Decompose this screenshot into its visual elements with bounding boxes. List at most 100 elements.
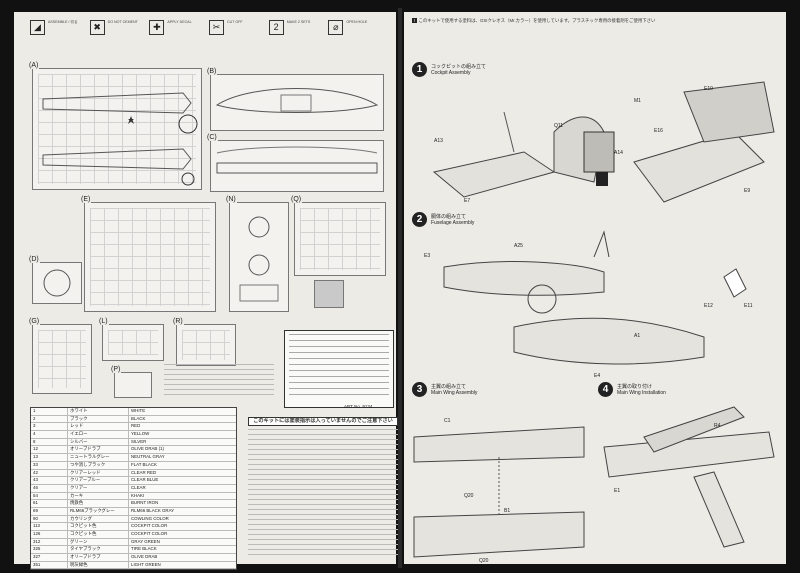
paint-name-jp: タイヤブラック — [68, 546, 129, 554]
svg-text:A13: A13 — [434, 138, 443, 144]
paint-name-en: CLEAR RED — [131, 469, 157, 475]
runner-l — [102, 324, 164, 361]
runner-n — [229, 202, 289, 312]
paint-name-jp: コクピット色 — [68, 531, 129, 538]
svg-text:Q11: Q11 — [554, 123, 563, 129]
right-page: ! このキットで使用する塗料は、GSIクレオス（Mr.カラー）を使用しています。… — [404, 12, 786, 564]
runner-p — [114, 372, 152, 398]
runner-g — [32, 324, 92, 394]
svg-text:A14: A14 — [614, 150, 623, 156]
make-two-icon: 2 — [268, 20, 284, 35]
paint-code: 4 — [31, 431, 68, 438]
paint-name-jp: コクピット色 — [68, 523, 129, 530]
paint-name-jp: クリアーブルー — [68, 477, 129, 484]
paint-code: 312 — [31, 538, 68, 546]
symbol-legend: ◢ASSEMBLE / 切る ✖DO NOT CEMENT ✚APPLY DEC… — [30, 20, 384, 60]
paint-name-jp: クリアー — [68, 484, 129, 492]
parts-order-card — [284, 330, 394, 408]
svg-text:E7: E7 — [464, 198, 470, 204]
runner-r-label: (R) — [172, 318, 184, 325]
svg-text:C1: C1 — [444, 418, 451, 424]
paint-name-jp: イエロー — [68, 431, 129, 438]
svg-text:E12: E12 — [704, 303, 713, 309]
paint-name-jp: カウリング — [68, 515, 129, 523]
legend-item: ✚APPLY DECAL — [149, 20, 205, 60]
no-painting-notice: このキットには塗装指示は入っていませんのでご注意下さい — [248, 417, 398, 559]
svg-text:E4: E4 — [594, 373, 600, 379]
paint-name-en: RED — [131, 423, 141, 429]
svg-text:B1: B1 — [504, 508, 510, 514]
paint-name-jp: RLM66ブラックグレー — [68, 507, 129, 515]
paint-code: 69 — [31, 507, 68, 515]
svg-text:E11: E11 — [744, 303, 753, 309]
paint-name-en: WHITE — [131, 408, 146, 413]
no-cement-icon: ✖ — [89, 20, 105, 35]
paint-code: 90 — [31, 515, 68, 523]
paint-name-en: RLM66 BLACK GRAY — [131, 507, 175, 513]
paint-code: 325 — [31, 546, 68, 554]
paint-code: 54 — [31, 492, 68, 500]
paint-name-en: CLEAR — [131, 484, 146, 490]
svg-text:R4: R4 — [714, 423, 721, 429]
svg-text:E10: E10 — [704, 86, 713, 92]
paint-name-jp: 明灰緑色 — [68, 561, 129, 569]
notice-title: このキットには塗装指示は入っていませんのでご注意下さい — [248, 417, 398, 426]
svg-text:E16: E16 — [654, 128, 663, 134]
paint-name-jp: オリーブドラブ — [68, 554, 129, 561]
runner-e-label: (E) — [80, 196, 92, 203]
paint-name-jp: クリアーレッド — [68, 469, 129, 477]
runner-notes — [164, 364, 274, 396]
paint-name-en: FLAT BLACK — [131, 461, 157, 467]
runner-b-label: (B) — [206, 68, 218, 75]
paint-code: 2 — [31, 415, 68, 423]
runner-q — [294, 202, 386, 276]
svg-text:E9: E9 — [744, 188, 750, 194]
paint-code: 351 — [31, 561, 68, 569]
paint-name-en: LIGHT GREEN — [131, 561, 161, 567]
legend-item: ⌀OPEN HOLE — [328, 20, 384, 60]
paint-name-jp: ブラック — [68, 415, 129, 423]
paint-code: 126 — [31, 531, 68, 538]
paint-name-jp: オリーブドラブ — [68, 446, 129, 454]
paint-name-en: BLACK — [131, 415, 146, 421]
paint-code: 8 — [31, 438, 68, 446]
paint-code: 42 — [31, 469, 68, 477]
cut-icon: ✂ — [209, 20, 225, 35]
paint-name-en: KHAKI — [131, 492, 145, 498]
paint-code: 1 — [31, 408, 68, 415]
left-page: ◢ASSEMBLE / 切る ✖DO NOT CEMENT ✚APPLY DEC… — [14, 12, 398, 571]
runner-d — [32, 262, 82, 304]
paint-code: 12 — [31, 446, 68, 454]
runner-a — [32, 68, 202, 190]
runner-c — [210, 140, 384, 192]
legend-item: ✖DO NOT CEMENT — [89, 20, 146, 60]
svg-text:Q20: Q20 — [479, 558, 489, 564]
paint-code: 13 — [31, 454, 68, 461]
svg-text:E3: E3 — [424, 253, 430, 259]
runner-l-label: (L) — [98, 318, 109, 325]
runner-g-label: (G) — [28, 318, 41, 325]
